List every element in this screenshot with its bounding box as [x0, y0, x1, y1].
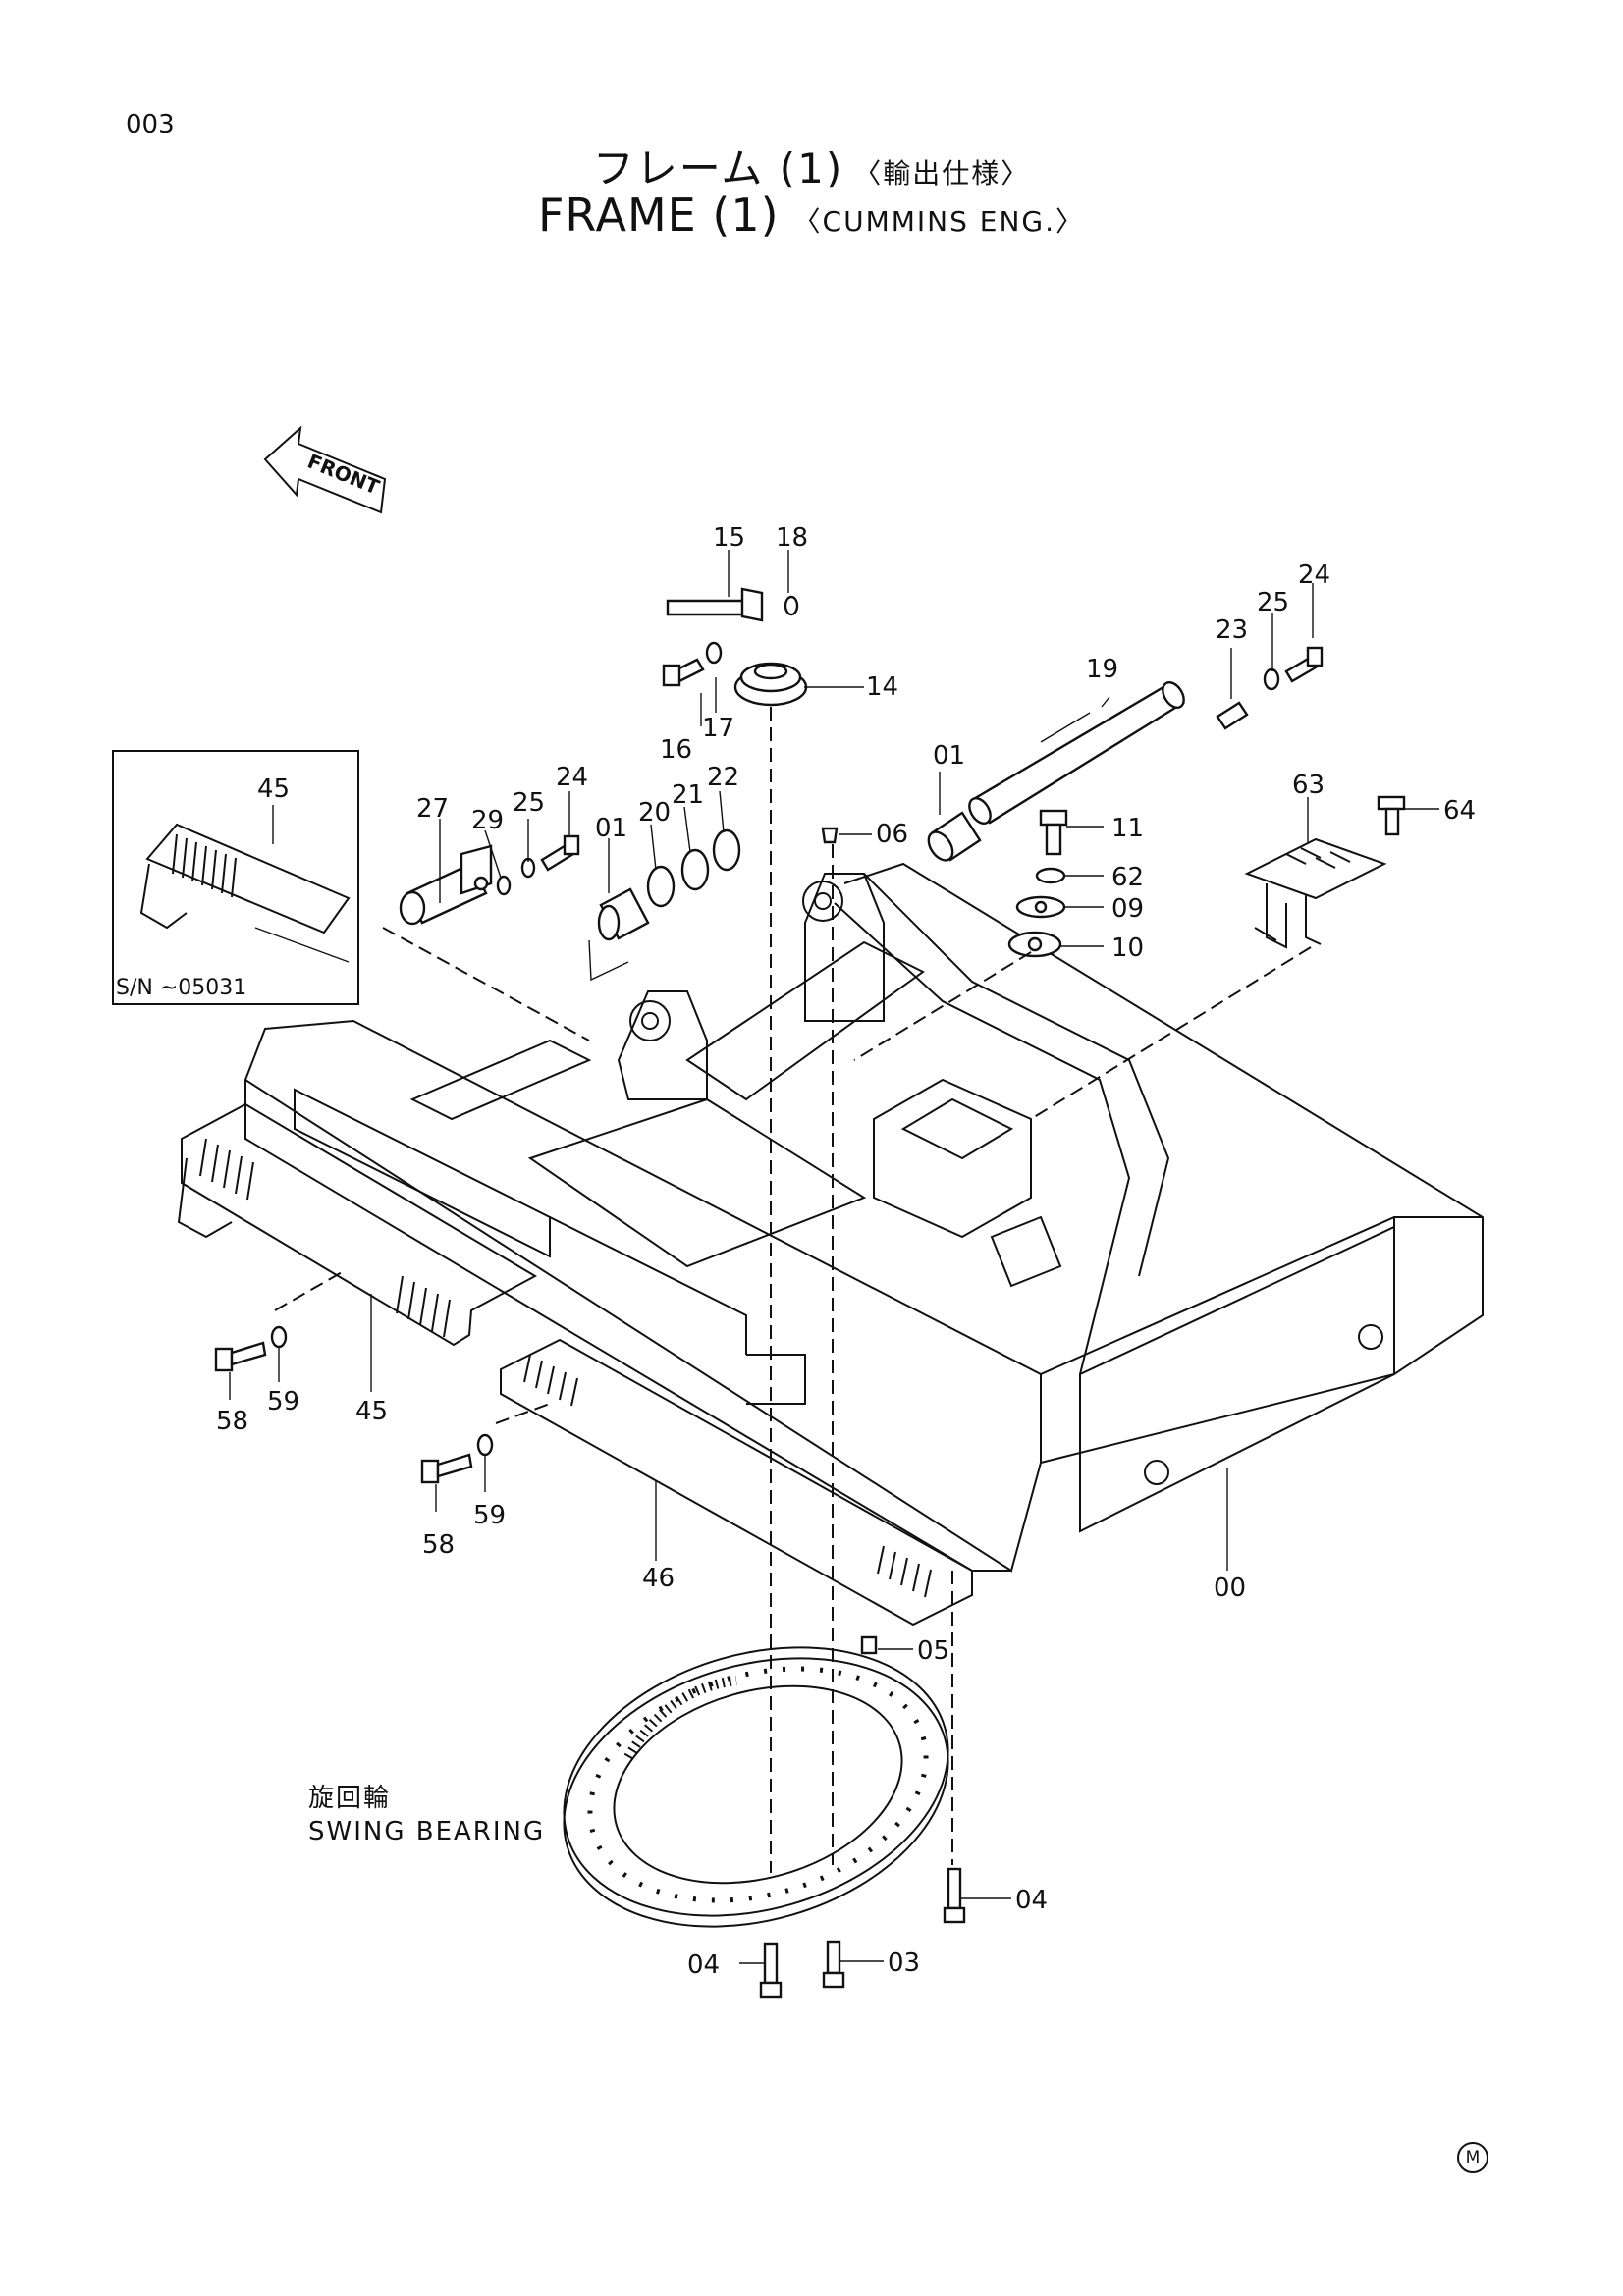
- bolt-16: [662, 658, 705, 687]
- label-15: 15: [713, 523, 745, 553]
- part-labels: 15 18 14 16 17 19 23 25 24 01 06 11 62 0…: [216, 523, 1476, 1980]
- tube-19: [968, 681, 1186, 825]
- label-18: 18: [776, 523, 808, 553]
- bolt-11: [1039, 809, 1068, 856]
- label-62: 62: [1111, 863, 1144, 892]
- label-22: 22: [707, 763, 739, 792]
- washer-59-lower: [476, 1433, 494, 1457]
- label-24-right: 24: [1298, 561, 1330, 590]
- swing-bearing: [563, 1646, 949, 1928]
- label-29: 29: [471, 806, 504, 835]
- title-english: FRAME (1) 〈CUMMINS ENG.〉: [0, 188, 1623, 241]
- label-05: 05: [917, 1636, 949, 1666]
- pin-23: [1216, 701, 1249, 730]
- step-45-left: [177, 1102, 538, 1347]
- bolt-04-bottom: [759, 1942, 783, 1999]
- bolt-64: [1377, 795, 1406, 836]
- label-24-left: 24: [556, 763, 588, 792]
- inset-part-label: 45: [257, 774, 290, 804]
- label-00: 00: [1214, 1574, 1246, 1603]
- title-jp-main: フレーム (1): [592, 144, 844, 192]
- label-20: 20: [638, 798, 671, 828]
- nipple-05: [860, 1635, 878, 1655]
- gasket-10: [1007, 931, 1062, 958]
- label-17: 17: [702, 714, 734, 743]
- step-46-front: [500, 1338, 973, 1627]
- ring-21: [680, 848, 710, 891]
- label-03: 03: [888, 1949, 920, 1978]
- ring-22: [712, 828, 741, 872]
- bolt-58-lower: [420, 1453, 473, 1484]
- washer-62: [1035, 867, 1066, 884]
- label-64: 64: [1443, 796, 1476, 826]
- cover-14: [733, 662, 808, 707]
- title-jp-sub: 〈輸出仕様〉: [853, 157, 1031, 189]
- label-45: 45: [355, 1397, 388, 1426]
- bolt-58-upper: [214, 1341, 267, 1372]
- bracket-15: [666, 587, 764, 622]
- label-25-left: 25: [513, 788, 545, 818]
- inset-detail: 45 S/N ~05031: [112, 750, 359, 1005]
- label-59-lower: 59: [473, 1501, 506, 1530]
- label-63: 63: [1292, 771, 1325, 800]
- washer-29: [496, 875, 512, 896]
- page-number: 003: [126, 110, 175, 139]
- inset-serial-note: S/N ~05031: [116, 976, 246, 1000]
- washer-25-right: [1263, 667, 1280, 691]
- leader-lines: [229, 550, 1439, 1964]
- plug-06: [821, 827, 839, 844]
- label-23: 23: [1216, 615, 1248, 645]
- label-09: 09: [1111, 894, 1144, 924]
- front-arrow-icon: FRONT: [263, 425, 387, 514]
- label-01-right: 01: [933, 741, 965, 771]
- label-58-lower: 58: [422, 1530, 455, 1560]
- front-label: FRONT: [304, 449, 383, 499]
- label-04-bottom: 04: [687, 1950, 720, 1980]
- label-06: 06: [876, 820, 908, 849]
- label-11: 11: [1111, 814, 1144, 843]
- label-58-upper: 58: [216, 1407, 248, 1436]
- bushing-01-left: [588, 887, 650, 982]
- label-27: 27: [416, 794, 449, 824]
- washer-18: [784, 595, 799, 616]
- frame-assembly-00: [243, 862, 1484, 1573]
- pin-27: [399, 844, 493, 926]
- washer-59-upper: [270, 1325, 288, 1349]
- ring-20: [646, 865, 676, 908]
- swing-bearing-label-en: SWING BEARING: [308, 1817, 545, 1846]
- bushing-01-right: [927, 811, 982, 862]
- label-10: 10: [1111, 934, 1144, 963]
- title-en-main: FRAME (1): [537, 188, 780, 241]
- label-01-left: 01: [595, 814, 627, 843]
- label-04-right: 04: [1015, 1886, 1048, 1915]
- footer-mark-icon: M: [1457, 2142, 1488, 2173]
- bolt-24-left: [540, 834, 580, 872]
- plate-09: [1015, 895, 1066, 919]
- title-japanese: フレーム (1) 〈輸出仕様〉: [0, 135, 1623, 195]
- step-63: [1244, 837, 1387, 949]
- label-14: 14: [866, 672, 898, 702]
- washer-17: [705, 641, 723, 665]
- bolt-03: [822, 1940, 845, 1989]
- label-21: 21: [672, 780, 704, 810]
- title-en-sub: 〈CUMMINS ENG.〉: [792, 205, 1086, 238]
- label-46: 46: [642, 1564, 675, 1593]
- swing-bearing-label-jp: 旋回輪: [308, 1784, 391, 1813]
- bolt-04-right: [943, 1867, 966, 1924]
- label-25-right: 25: [1257, 588, 1289, 617]
- label-16: 16: [660, 735, 692, 765]
- label-19: 19: [1086, 655, 1118, 684]
- bolt-24-right: [1284, 646, 1324, 683]
- label-59-upper: 59: [267, 1387, 299, 1416]
